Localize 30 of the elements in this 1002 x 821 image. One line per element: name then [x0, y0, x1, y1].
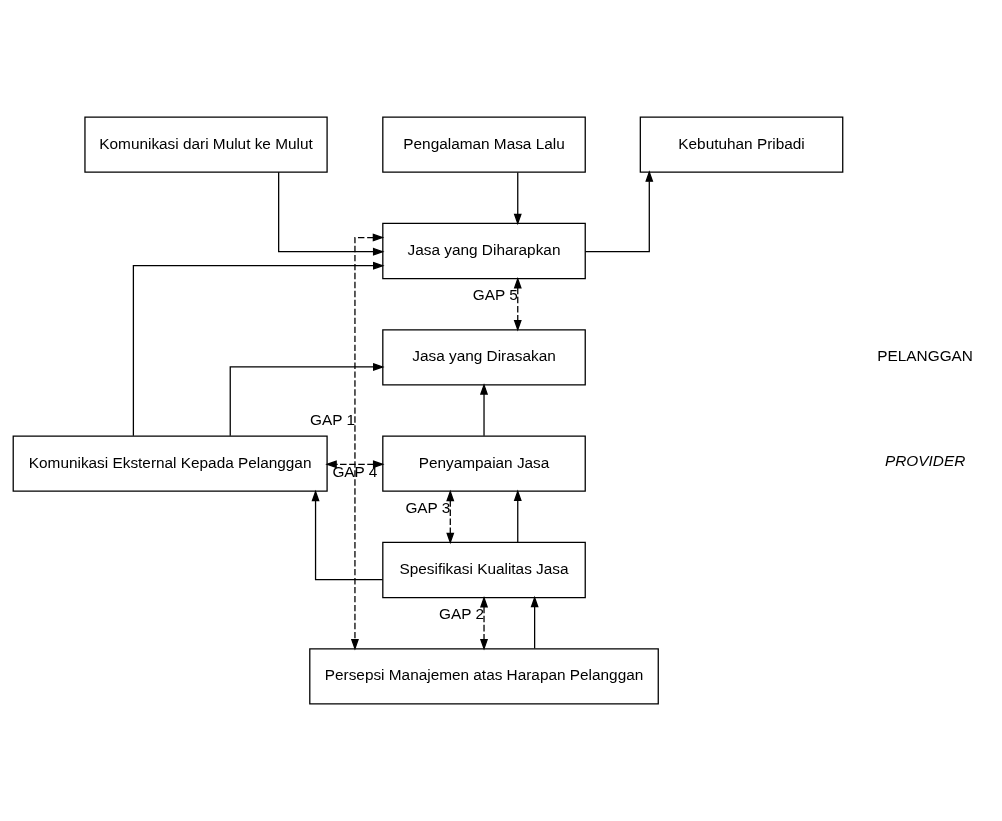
arrow	[229, 362, 385, 437]
arrow	[132, 261, 385, 437]
edge-label: GAP 2	[439, 604, 485, 622]
node-box: Kebutuhan Pribadi	[639, 116, 844, 173]
arrow	[480, 383, 489, 437]
label: PROVIDER	[885, 452, 966, 470]
arrow	[530, 595, 539, 650]
node-box: Pengalaman Masa Lalu	[382, 116, 586, 173]
arrow	[446, 489, 455, 545]
edge-label: GAP 3	[405, 498, 451, 516]
node-box: Komunikasi Eksternal Kepada Pelanggan	[12, 435, 328, 492]
node-box: Komunikasi dari Mulut ke Mulut	[84, 116, 328, 173]
edge-label: GAP 5	[472, 285, 518, 303]
node-box: Persepsi Manajemen atas Harapan Pelanggan	[309, 648, 659, 705]
edge-label: GAP 4	[332, 462, 378, 480]
node-box: Penyampaian Jasa	[382, 435, 586, 492]
arrow	[278, 171, 385, 256]
label: PELANGGAN	[877, 347, 973, 365]
arrow	[513, 171, 522, 226]
arrow	[584, 170, 654, 253]
node-box: Jasa yang Diharapkan	[382, 222, 586, 280]
node-box: Jasa yang Dirasakan	[382, 329, 586, 386]
arrow	[325, 460, 385, 469]
arrow	[480, 596, 489, 651]
arrow	[513, 489, 522, 543]
arrow	[513, 277, 522, 332]
arrow	[350, 233, 385, 651]
node-box: Spesifikasi Kualitas Jasa	[382, 541, 586, 599]
edge-label: GAP 1	[310, 411, 356, 428]
arrow	[311, 489, 384, 581]
